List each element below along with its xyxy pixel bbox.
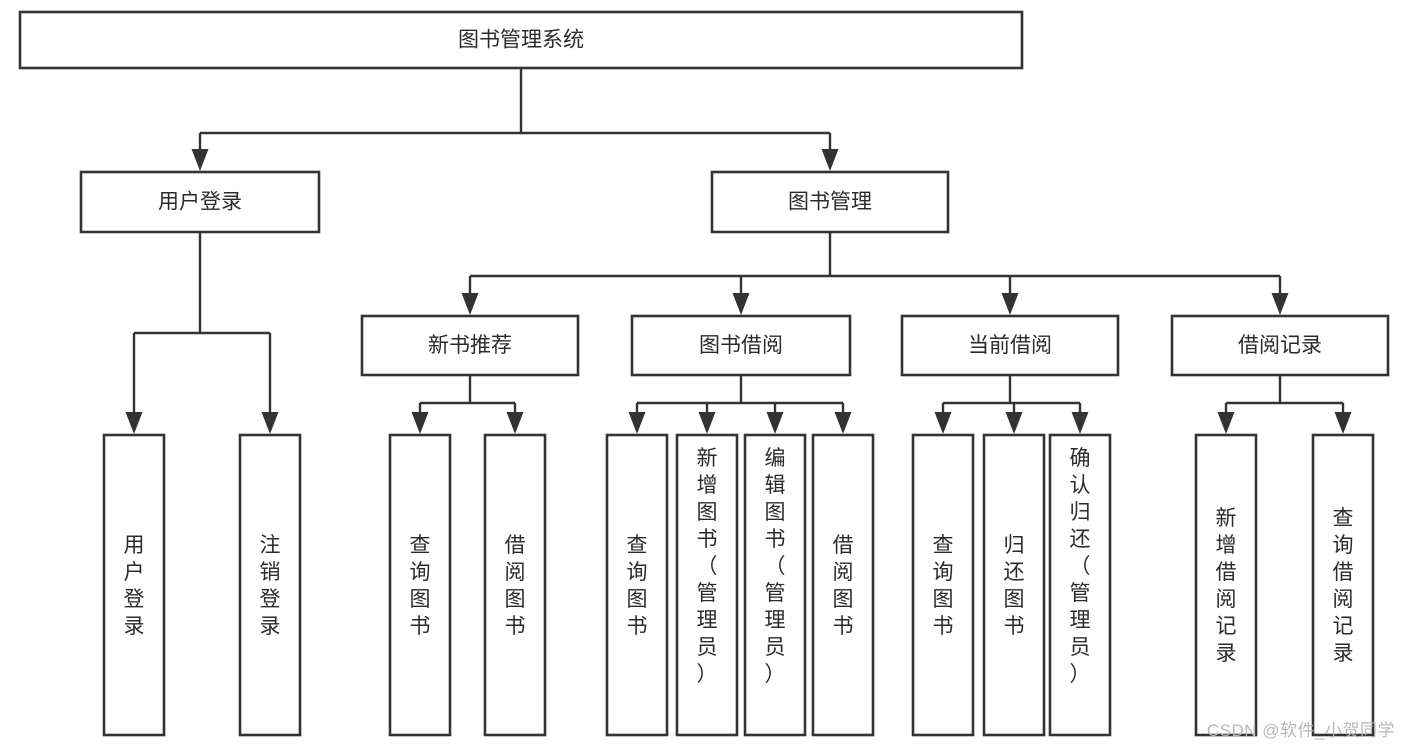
node-box-outline: [483, 433, 547, 737]
root-node-图书管理系统[interactable]: 图书管理系统: [18, 10, 1024, 70]
node-box-outline: [1194, 433, 1258, 737]
level1-node-label: 图书管理: [788, 191, 872, 214]
leaf-node-查询借阅记录[interactable]: 查询借阅记录: [1311, 433, 1375, 737]
level2-node-借阅记录[interactable]: 借阅记录: [1170, 314, 1390, 377]
leaf-node-确认归还（管理员）[interactable]: 确认归还（管理员）: [1048, 433, 1112, 737]
leaf-node-查询图书[interactable]: 查询图书: [605, 433, 669, 737]
arrow-head-icon: [191, 149, 209, 171]
leaf-node-新增借阅记录[interactable]: 新增借阅记录: [1194, 433, 1258, 737]
level1-node-图书管理[interactable]: 图书管理: [710, 170, 950, 234]
arrow-head-icon: [261, 412, 279, 434]
node-label-vertical: 借阅图书: [833, 534, 854, 638]
leaf-node-查询图书[interactable]: 查询图书: [911, 433, 975, 737]
csdn-watermark: CSDN @软件_小贺同学: [1206, 721, 1395, 740]
node-box-outline: [1311, 433, 1375, 737]
node-box-outline: [1170, 314, 1390, 377]
arrow-head-icon: [766, 412, 784, 434]
node-box-outline: [1048, 433, 1112, 737]
node-box-outline: [811, 433, 875, 737]
node-label-vertical: 注销登录: [260, 534, 281, 638]
node-label-vertical: 确认归还（管理员）: [1070, 447, 1091, 686]
root-node-label: 图书管理系统: [458, 29, 584, 52]
leaf-node-归还图书[interactable]: 归还图书: [982, 433, 1046, 737]
node-box-outline: [710, 170, 950, 234]
arrow-head-icon: [1005, 412, 1023, 434]
arrow-head-icon: [732, 293, 750, 315]
arrow-head-icon: [834, 412, 852, 434]
level2-node-新书推荐[interactable]: 新书推荐: [360, 314, 580, 377]
level1-node-用户登录[interactable]: 用户登录: [79, 170, 321, 234]
leaf-node-查询图书[interactable]: 查询图书: [388, 433, 452, 737]
node-label-vertical: 查询图书: [410, 534, 431, 638]
arrow-head-icon: [628, 412, 646, 434]
level2-node-label: 当前借阅: [968, 334, 1052, 357]
arrow-head-icon: [1271, 293, 1289, 315]
node-box-outline: [238, 433, 302, 737]
node-box-outline: [18, 10, 1024, 70]
leaf-node-借阅图书[interactable]: 借阅图书: [811, 433, 875, 737]
leaf-node-新增图书（管理员）[interactable]: 新增图书（管理员）: [675, 433, 739, 737]
arrow-head-icon: [934, 412, 952, 434]
node-label-vertical: 借阅图书: [505, 534, 526, 638]
arrow-head-icon: [1334, 412, 1352, 434]
node-box-outline: [630, 314, 852, 377]
node-box-outline: [102, 433, 166, 737]
node-label-vertical: 查询图书: [627, 534, 648, 638]
node-label-vertical: 归还图书: [1004, 534, 1025, 638]
node-label-vertical: 查询图书: [933, 534, 954, 638]
level2-node-label: 新书推荐: [428, 334, 512, 357]
node-label-vertical: 新增借阅记录: [1216, 507, 1237, 665]
node-box-outline: [79, 170, 321, 234]
arrow-head-icon: [506, 412, 524, 434]
arrow-head-icon: [1001, 293, 1019, 315]
leaf-node-注销登录[interactable]: 注销登录: [238, 433, 302, 737]
leaf-node-用户登录[interactable]: 用户登录: [102, 433, 166, 737]
node-box-outline: [911, 433, 975, 737]
node-box-outline: [388, 433, 452, 737]
level2-node-图书借阅[interactable]: 图书借阅: [630, 314, 852, 377]
arrow-head-icon: [1217, 412, 1235, 434]
node-box-outline: [982, 433, 1046, 737]
leaf-node-借阅图书[interactable]: 借阅图书: [483, 433, 547, 737]
arrow-head-icon: [411, 412, 429, 434]
node-box-outline: [605, 433, 669, 737]
node-box-outline: [675, 433, 739, 737]
node-label-vertical: 新增图书（管理员）: [697, 447, 718, 686]
arrow-head-icon: [125, 412, 143, 434]
node-box-outline: [743, 433, 807, 737]
node-label-vertical: 编辑图书（管理员）: [765, 447, 786, 686]
level2-node-当前借阅[interactable]: 当前借阅: [900, 314, 1120, 377]
level2-node-label: 图书借阅: [699, 334, 783, 357]
leaf-node-编辑图书（管理员）[interactable]: 编辑图书（管理员）: [743, 433, 807, 737]
level1-node-label: 用户登录: [158, 191, 242, 214]
arrow-head-icon: [698, 412, 716, 434]
node-label-vertical: 查询借阅记录: [1333, 507, 1354, 665]
level2-node-label: 借阅记录: [1238, 334, 1322, 357]
arrow-head-icon: [461, 293, 479, 315]
arrow-head-icon: [1071, 412, 1089, 434]
node-label-vertical: 用户登录: [124, 534, 145, 638]
arrow-head-icon: [821, 149, 839, 171]
